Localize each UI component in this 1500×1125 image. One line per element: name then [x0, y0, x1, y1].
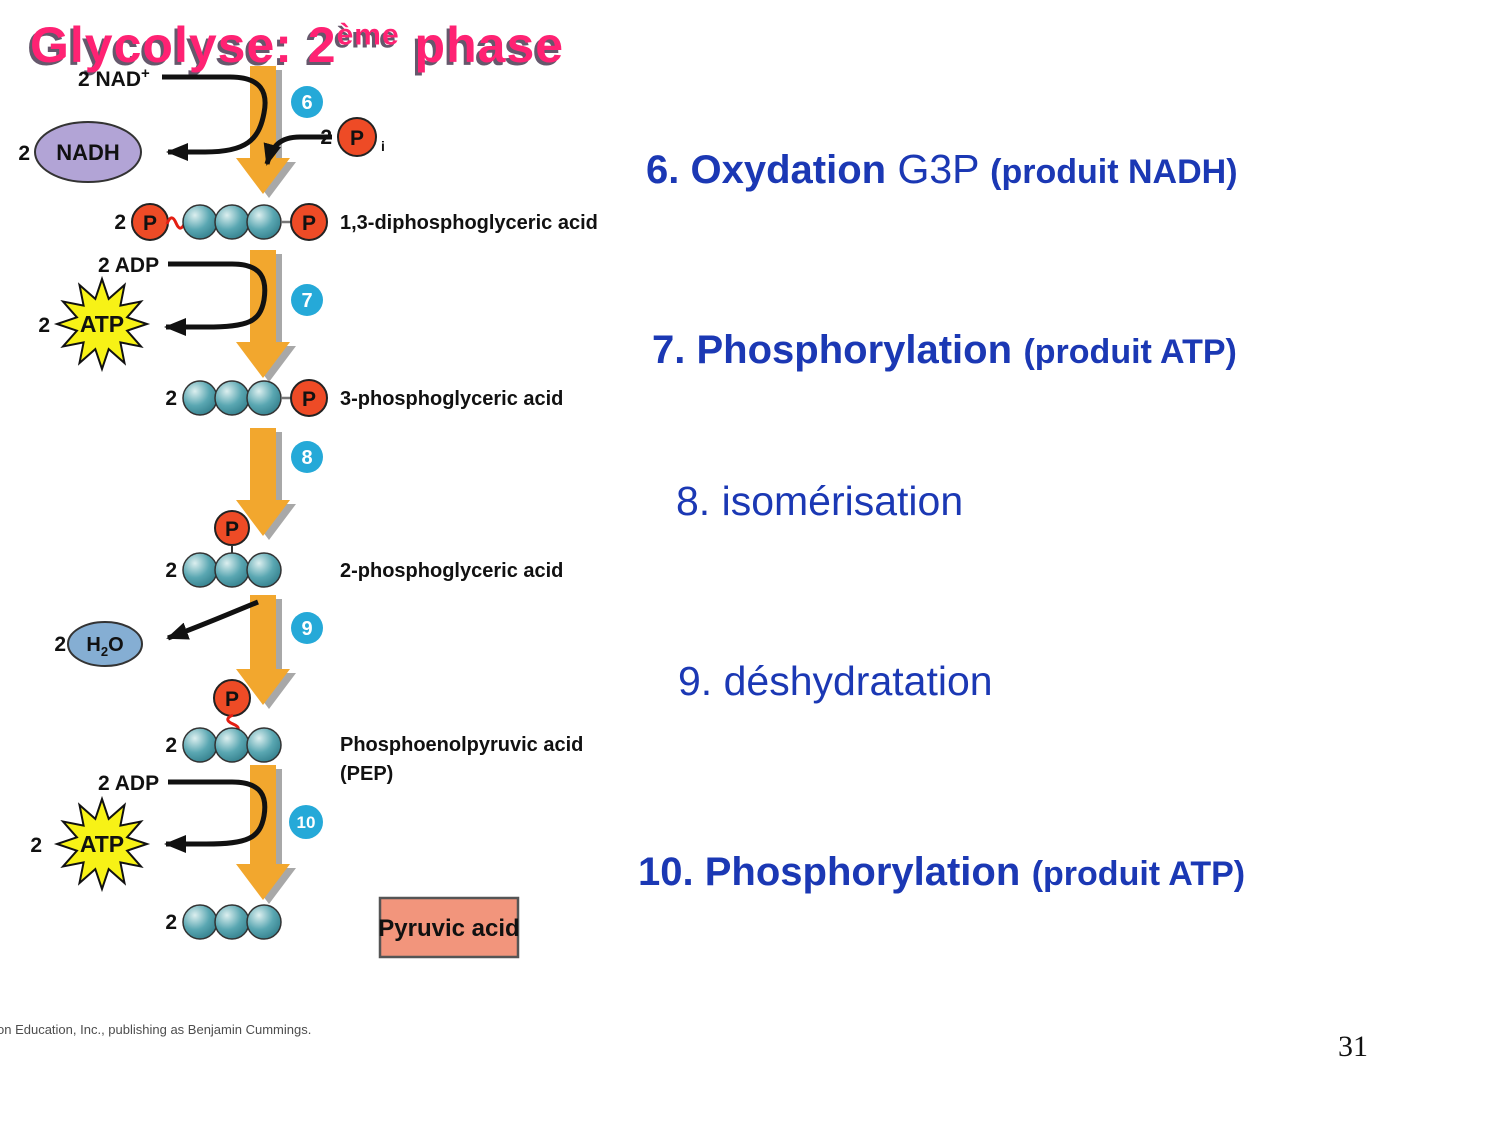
annotation-9-light: 9. déshydratation	[678, 658, 993, 704]
nad-to-nadh-arrow	[162, 74, 268, 161]
mol2-label: 3-phosphoglyceric acid	[340, 388, 563, 410]
annotation-7-light	[1012, 326, 1023, 372]
glycolysis-pathway-diagram: 6 7 8 9 10 2 NAD+ 2 NADH 2	[18, 65, 598, 959]
atp7-qty: 2	[38, 314, 50, 337]
h2o-qty: 2	[54, 633, 66, 656]
mol3-label: 2-phosphoglyceric acid	[340, 560, 563, 582]
mol1-p-left: P	[143, 212, 157, 235]
mol2-qty: 2	[165, 387, 177, 410]
molecule-2pg: P 2 2-phosphoglyceric acid	[165, 510, 563, 588]
molecule-13dpg: 2 P P 1,3-diphosphoglyceric acid	[114, 203, 598, 241]
annotation-7-main: 7. Phosphorylation	[652, 328, 1013, 372]
step-badge-9: 9	[291, 612, 323, 644]
annotation-10-light	[1020, 848, 1031, 894]
adp-to-atp-arrow-7	[164, 261, 268, 336]
annotation-10-paren: (produit ATP)	[1031, 855, 1246, 893]
annotation-8-light: 8. isomérisation	[676, 478, 964, 524]
nadh-qty: 2	[18, 142, 30, 165]
mol3-qty: 2	[165, 559, 177, 582]
nad-label: 2 NAD+	[78, 65, 150, 91]
mol3-p: P	[225, 518, 239, 541]
step-badge-8: 8	[291, 441, 323, 473]
h2o-sub: 2	[101, 644, 108, 659]
step-number-8: 8	[301, 447, 312, 469]
mol1-p-right: P	[302, 212, 316, 235]
atp10-text: ATP	[80, 831, 124, 857]
svg-text:H2O: H2O	[86, 634, 123, 659]
copyright-text: on Education, Inc., publishing as Benjam…	[0, 1022, 312, 1037]
title-part1: Glycolyse: 2	[30, 17, 337, 73]
step-badge-7: 7	[291, 284, 323, 316]
annotation-step-10: 10. Phosphorylation (produit ATP)	[638, 848, 1245, 895]
molecule-pyruvate: 2 Pyruvic acid	[165, 896, 520, 959]
annotation-step-6: 6. Oxydation G3P (produit NADH)	[646, 146, 1238, 193]
high-energy-bond-squiggle	[165, 216, 187, 230]
molecule-pep: P 2 Phosphoenolpyruvic acid (PEP)	[165, 679, 583, 785]
molecule-3pg: 2 P 3-phosphoglyceric acid	[165, 379, 563, 417]
h2o-h: H	[86, 634, 100, 656]
step-badge-10: 10	[289, 805, 323, 839]
reaction-arrow-6	[236, 66, 296, 198]
reaction-arrow-10	[236, 765, 296, 904]
mol4-label2: (PEP)	[340, 763, 393, 785]
inorganic-phosphate: 2 P i	[320, 117, 385, 157]
annotation-6-main: 6. Oxydation	[646, 148, 887, 192]
mol1-qty: 2	[114, 211, 126, 234]
atp10-qty: 2	[30, 834, 42, 857]
page-number: 31	[1338, 1030, 1368, 1063]
adp-label-10: 2 ADP	[98, 772, 159, 795]
annotation-step-8: 8. isomérisation	[676, 478, 963, 525]
mol5-qty: 2	[165, 911, 177, 934]
nad-plus-sup: +	[141, 65, 150, 82]
annotation-7-paren: (produit ATP)	[1023, 333, 1237, 371]
pi-qty: 2	[320, 126, 332, 149]
annotation-6-paren: (produit NADH)	[990, 153, 1238, 191]
atp-star-10: 2 ATP	[30, 798, 148, 890]
annotation-6-light: G3P	[886, 146, 991, 192]
title-part2: phase	[399, 17, 565, 73]
reaction-arrow-7	[236, 250, 296, 382]
nad-text: 2 NAD	[78, 68, 141, 91]
atp7-text: ATP	[80, 311, 124, 337]
pi-input-arrow	[263, 134, 332, 166]
title-superscript: ème	[336, 18, 400, 52]
mol2-p: P	[302, 388, 316, 411]
annotation-step-7: 7. Phosphorylation (produit ATP)	[652, 326, 1237, 373]
step-number-9: 9	[301, 618, 312, 640]
slide-title: Glycolyse: 2ème phase	[30, 16, 564, 74]
atp-star-7: 2 ATP	[38, 278, 148, 370]
mol4-qty: 2	[165, 734, 177, 757]
mol1-label: 1,3-diphosphoglyceric acid	[340, 212, 598, 234]
step-number-6: 6	[301, 92, 312, 114]
h2o-o: O	[108, 634, 124, 656]
adp-label-7: 2 ADP	[98, 254, 159, 277]
pyruvic-acid-box	[378, 896, 520, 959]
adp-to-atp-arrow-10	[164, 779, 268, 853]
h2o-ellipse: 2 H2O	[54, 621, 143, 667]
h2o-output-arrow	[166, 599, 259, 641]
step-number-7: 7	[301, 290, 312, 312]
step-number-10: 10	[297, 813, 316, 832]
mol4-p: P	[225, 688, 239, 711]
nadh-ellipse: 2 NADH	[18, 121, 142, 183]
pi-p-letter: P	[350, 127, 364, 150]
mol5-label: Pyruvic acid	[378, 915, 519, 942]
mol4-label: Phosphoenolpyruvic acid	[340, 734, 583, 756]
pi-subscript: i	[381, 138, 385, 154]
step-badge-6: 6	[291, 86, 323, 118]
annotation-10-main: 10. Phosphorylation	[638, 850, 1021, 894]
nadh-text: NADH	[56, 140, 120, 165]
annotation-step-9: 9. déshydratation	[678, 658, 993, 705]
